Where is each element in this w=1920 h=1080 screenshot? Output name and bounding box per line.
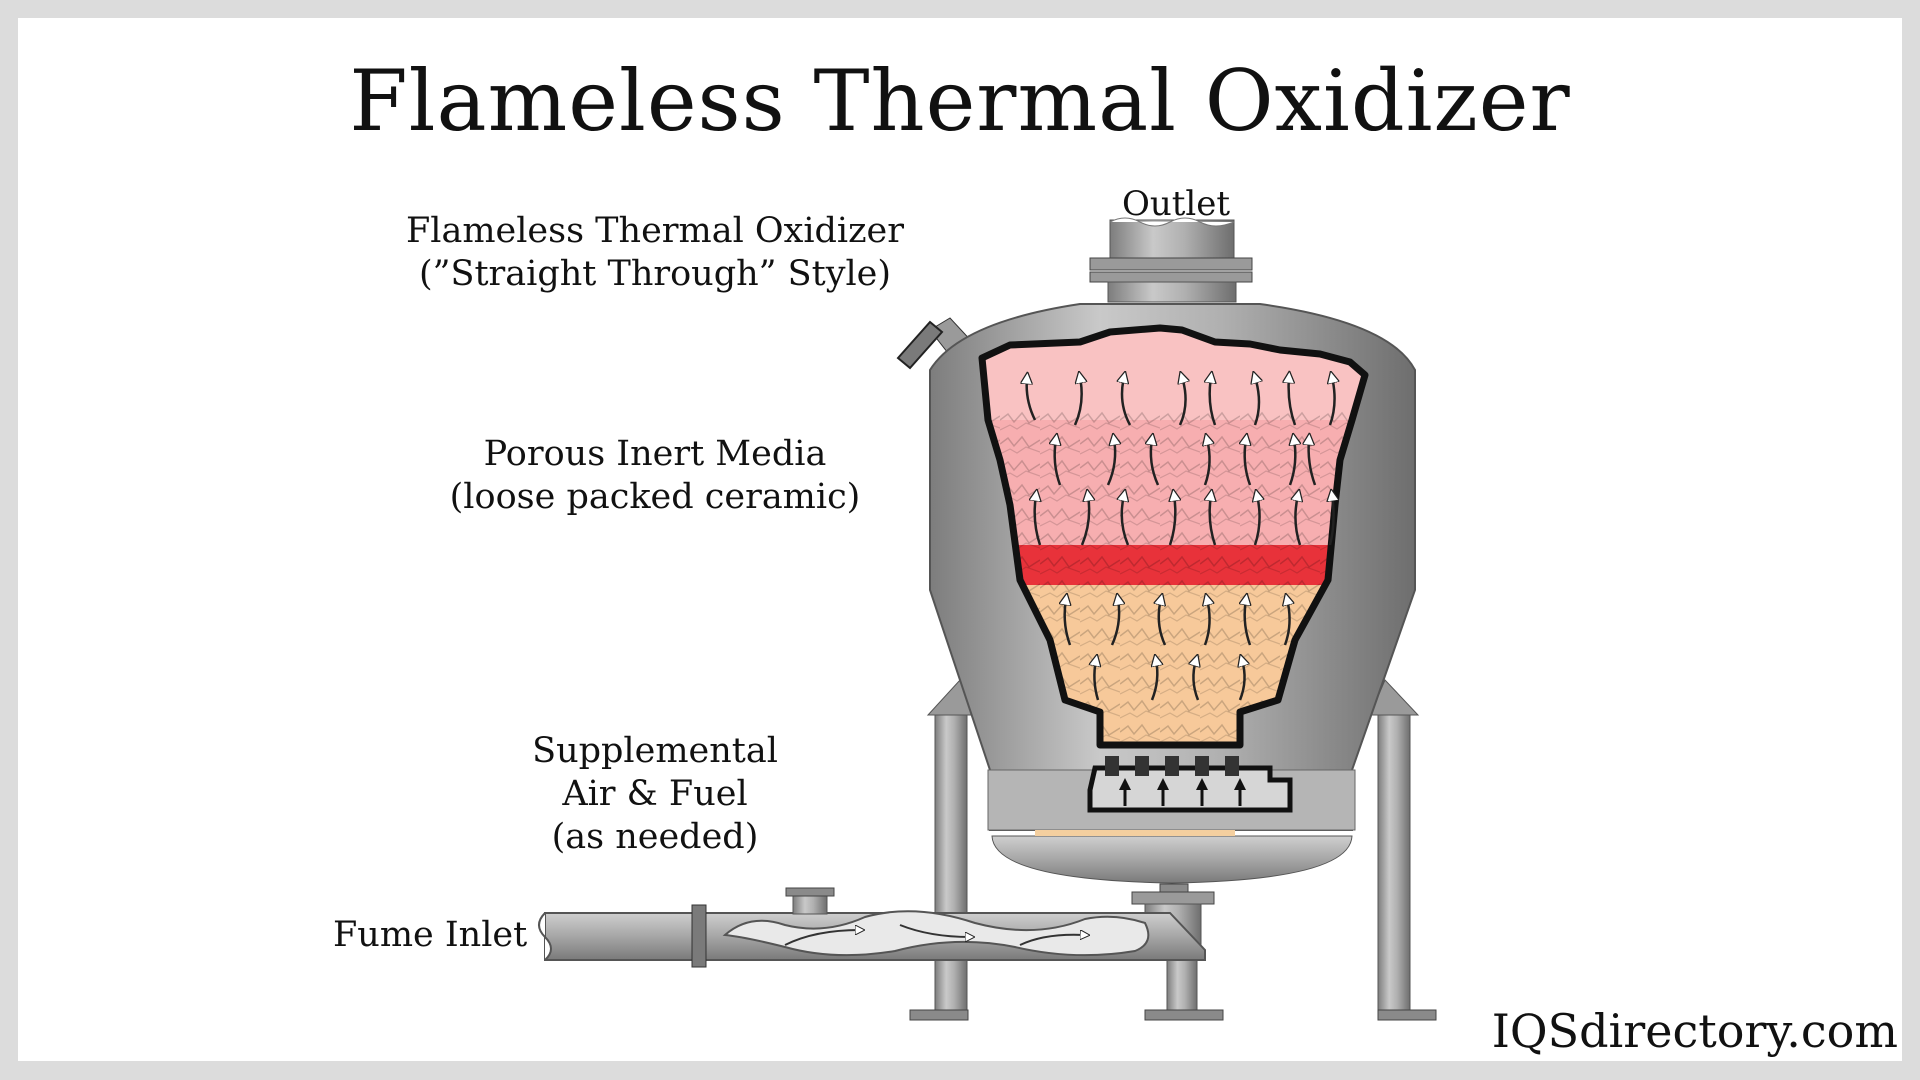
label-outlet: Outlet [1122,184,1231,224]
label-style-line2: (”Straight Through” Style) [418,254,892,294]
label-media-line1: Porous Inert Media [483,434,827,474]
label-fume-inlet: Fume Inlet [333,915,528,955]
burner-distributor [1087,756,1293,813]
label-supplemental-line2: Air & Fuel [562,774,748,814]
outlet-stack [1089,217,1253,303]
label-style-line1: Flameless Thermal Oxidizer [405,211,904,251]
flow-arrows [1027,377,1335,701]
label-supplemental-line1: Supplemental [532,731,778,771]
brand-watermark: IQSdirectory.com [1491,1004,1898,1058]
diagram-title: Flameless Thermal Oxidizer [349,52,1571,150]
fume-inlet-pipe [538,887,1206,968]
label-media-line2: (loose packed ceramic) [449,477,861,517]
label-supplemental-line3: (as needed) [551,817,759,857]
